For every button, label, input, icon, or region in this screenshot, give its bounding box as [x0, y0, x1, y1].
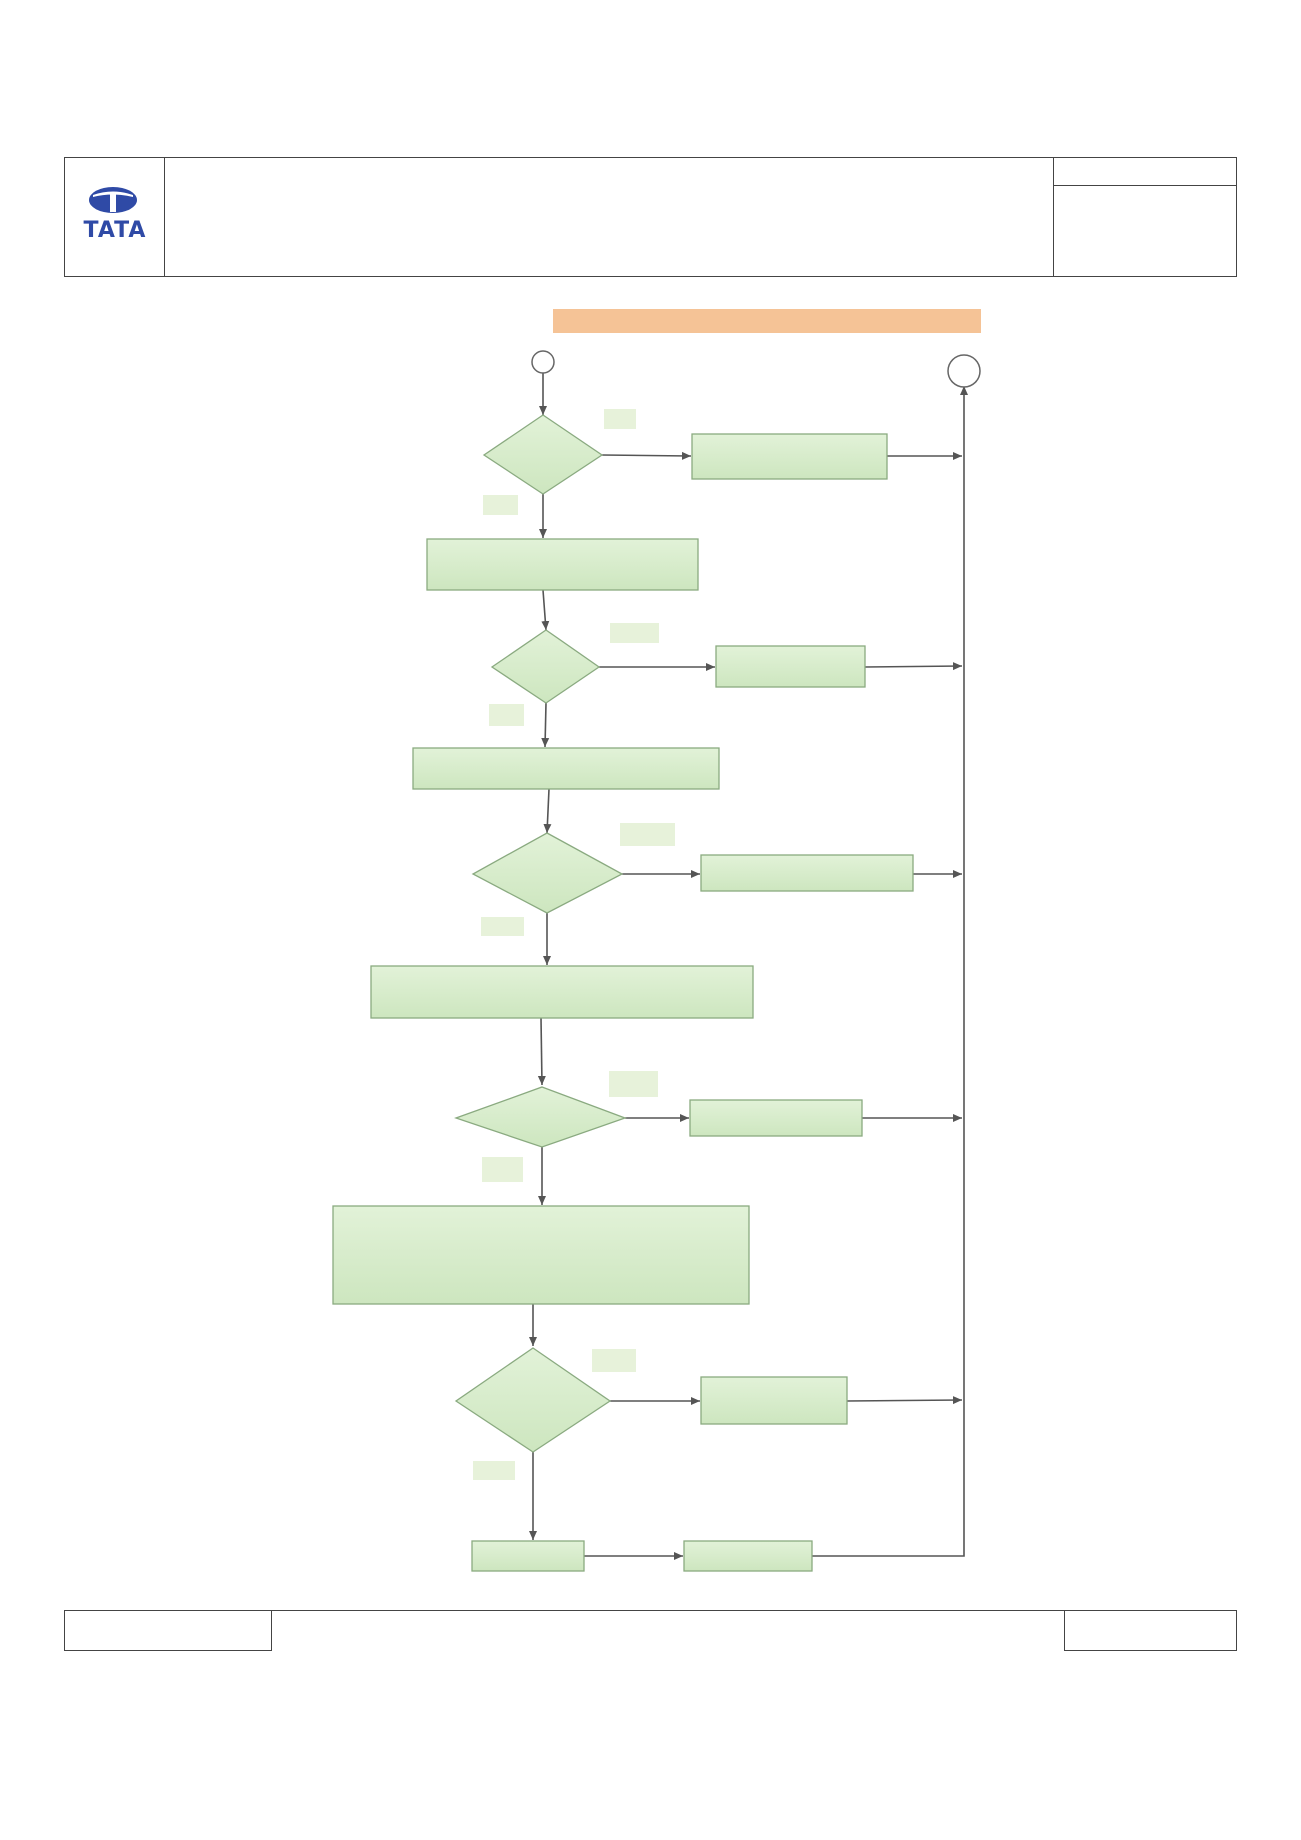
branch-label-d2-right [610, 623, 659, 643]
branch-label-d1-right [604, 409, 636, 429]
logo-wordmark: TATA [83, 218, 147, 243]
edge-p3-d4 [537, 1017, 546, 1086]
edge-p2-d3 [543, 788, 552, 834]
footer-left-cell [64, 1610, 272, 1651]
edge-r5-end [846, 1396, 963, 1405]
edge-d2-p2 [541, 702, 550, 748]
branch-label-d3-down [481, 917, 524, 936]
process-box-p4 [332, 1205, 750, 1305]
process-box-p5b [683, 1540, 813, 1572]
footer-divider [272, 1610, 1064, 1611]
decision-node-5 [454, 1347, 612, 1453]
edge-d1-r1 [601, 451, 692, 460]
branch-label-d5-down [473, 1461, 515, 1480]
edge-p5b-end [812, 386, 968, 1557]
decision-node-1 [482, 414, 604, 495]
process-box-r5 [700, 1376, 848, 1425]
process-box-r3 [700, 854, 914, 892]
branch-label-d1-down [483, 495, 518, 515]
edge-p1-d2 [541, 589, 550, 631]
process-box-r4 [689, 1099, 863, 1137]
process-box-p3 [370, 965, 754, 1019]
process-box-p2 [412, 747, 720, 790]
document-header: TATA [64, 157, 1237, 277]
branch-label-d4-right [609, 1071, 658, 1097]
end-terminal [947, 354, 981, 388]
process-box-p5a [471, 1540, 585, 1572]
decision-node-2 [490, 629, 601, 704]
branch-label-d4-down [482, 1157, 523, 1182]
branch-label-d3-right [620, 823, 675, 846]
process-box-r2 [715, 645, 866, 688]
decision-node-3 [471, 832, 624, 914]
edges [529, 373, 968, 1560]
process-box-r1 [691, 433, 888, 480]
decision-node-4 [454, 1086, 627, 1148]
process-box-p1 [426, 538, 699, 591]
doc-number-cell [1054, 158, 1236, 186]
footer-right-cell [1064, 1610, 1237, 1651]
branch-label-d2-down [489, 704, 524, 726]
doc-info-cell [1053, 158, 1236, 276]
edge-r2-end [864, 662, 963, 671]
branch-label-d5-right [592, 1349, 636, 1372]
logo-cell: TATA [65, 158, 165, 276]
tata-logo-icon [89, 187, 137, 213]
flowchart-title-bar [553, 309, 981, 333]
start-terminal [531, 350, 555, 374]
